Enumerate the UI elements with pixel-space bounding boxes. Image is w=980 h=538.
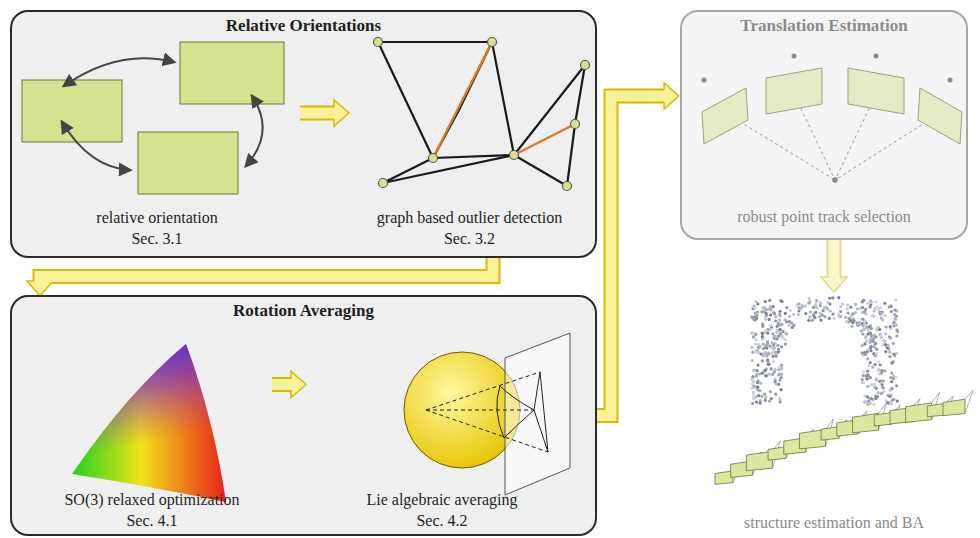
flow-arrow <box>597 83 679 416</box>
flow-arrow <box>821 240 847 292</box>
flow-arrow <box>27 258 493 296</box>
point-cloud <box>750 296 899 406</box>
step-caption: Sec. 4.2 <box>416 510 467 532</box>
stage-panel: Translation Estimation robust point track… <box>680 10 968 240</box>
panel-ground <box>10 295 597 536</box>
stage-panel: Rotation AveragingSO(3) relaxed optimiza… <box>10 295 597 536</box>
arrow-shaft <box>597 96 666 416</box>
result-figure: structure estimation and BA <box>700 290 968 534</box>
arrow-head <box>27 281 53 296</box>
step-figure: SO(3) relaxed optimizationSec. 4.1 <box>32 337 272 532</box>
panel-ground <box>10 10 597 258</box>
arrow-head <box>334 100 349 126</box>
camera-rig-figure <box>702 54 963 183</box>
step-figure: Lie algebraic averagingSec. 4.2 <box>302 337 582 532</box>
stage-title: Relative Orientations <box>226 15 381 38</box>
step-caption: structure estimation and BA <box>744 512 924 534</box>
arrow-head <box>664 83 679 109</box>
camera-trajectory <box>715 390 973 484</box>
arrow-shaft <box>829 240 840 279</box>
step-caption: graph based outlier detection <box>377 207 562 229</box>
step-caption: SO(3) relaxed optimization <box>64 489 239 511</box>
arrow-shaft <box>40 258 493 283</box>
image-pair-figure <box>22 42 284 194</box>
arrow-head <box>821 277 847 292</box>
step-figure: graph based outlier detectionSec. 3.2 <box>347 47 592 250</box>
step-caption: Lie algebraic averaging <box>366 489 517 511</box>
step-caption: Sec. 3.1 <box>131 228 182 250</box>
view-graph-figure <box>374 38 590 191</box>
flow-arrow <box>300 100 349 126</box>
step-caption: Sec. 4.1 <box>126 510 177 532</box>
so3-colour-triangle <box>72 344 226 502</box>
arrow-shaft <box>300 108 336 119</box>
stage-panel: Relative Orientations relative orientatio… <box>10 10 597 258</box>
stage-title: Translation Estimation <box>740 15 907 38</box>
step-caption: Sec. 3.2 <box>444 228 495 250</box>
panel-ground <box>680 10 968 240</box>
arrow-head <box>291 372 306 398</box>
step-caption: robust point track selection <box>737 206 911 228</box>
step-caption: relative orientation <box>96 207 217 229</box>
stage-title: Rotation Averaging <box>233 300 374 323</box>
arrow-shaft <box>272 379 293 390</box>
tangent-space-figure <box>404 333 570 495</box>
step-figure: relative orientationSec. 3.1 <box>22 47 292 250</box>
flow-arrow <box>272 372 306 398</box>
